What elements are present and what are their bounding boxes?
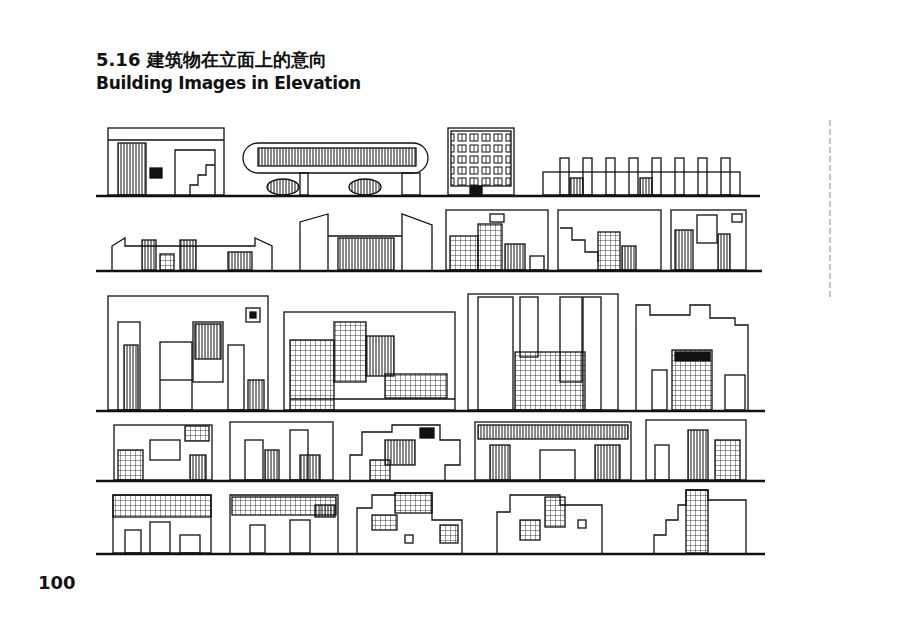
english-heading: Building Images in Elevation <box>96 73 361 93</box>
page-heading: 5.16 建筑物在立面上的意向 <box>96 48 327 72</box>
page-number: 100 <box>38 572 76 593</box>
